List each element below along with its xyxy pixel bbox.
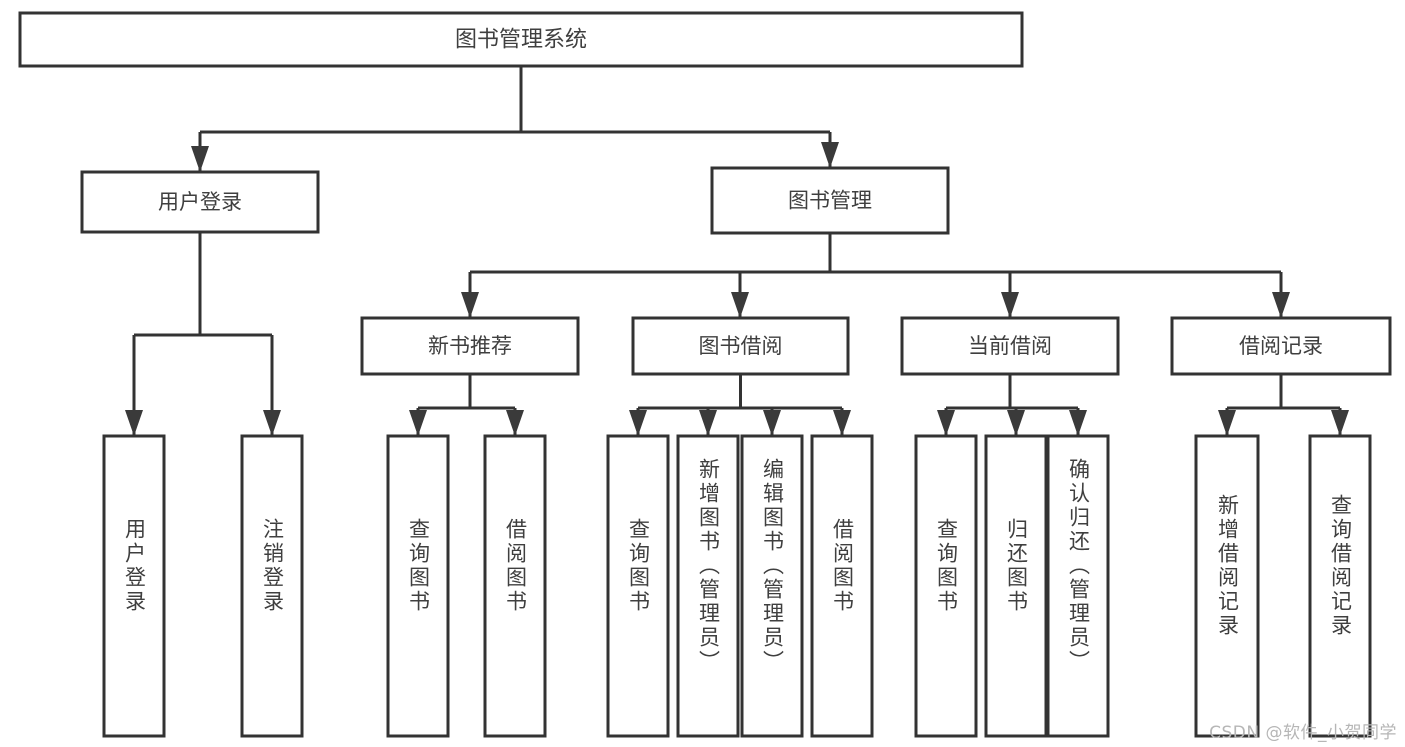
book-manage-box[interactable] — [710, 166, 950, 235]
book-manage-arrow — [821, 142, 839, 168]
borrow-edit-book-box[interactable] — [740, 434, 804, 738]
borrow-borrow-book-arrow — [833, 410, 851, 436]
rec-borrow-book-arrow — [506, 410, 524, 436]
root-node-label: 图书管理系统 — [455, 28, 587, 53]
user-login-arrow — [191, 146, 209, 172]
rec-add-record-box[interactable] — [1194, 434, 1260, 738]
rec-borrow-book-box[interactable] — [483, 434, 547, 738]
current-borrow-arrow — [1001, 292, 1019, 318]
rec-add-record-arrow — [1218, 410, 1236, 436]
book-borrow-arrow — [731, 292, 749, 318]
rec-query-record-arrow — [1331, 410, 1349, 436]
current-borrow-label: 当前借阅 — [968, 334, 1052, 358]
user-login-do-box[interactable] — [102, 434, 166, 738]
user-login-label: 用户登录 — [158, 190, 242, 214]
cur-return-book-box[interactable] — [984, 434, 1048, 738]
borrow-add-book-box[interactable] — [676, 434, 740, 738]
borrow-record-box[interactable] — [1170, 316, 1392, 376]
rec-query-record-box[interactable] — [1308, 434, 1372, 738]
cur-confirm-return-arrow — [1069, 410, 1087, 436]
user-logout-arrow — [263, 410, 281, 436]
user-login-box[interactable] — [80, 170, 320, 234]
watermark: CSDN @软件_小贺同学 — [1209, 723, 1397, 743]
new-book-rec-box[interactable] — [360, 316, 580, 376]
borrow-record-arrow — [1272, 292, 1290, 318]
rec-query-book-box[interactable] — [386, 434, 450, 738]
borrow-add-book-arrow — [699, 410, 717, 436]
borrow-borrow-book-box[interactable] — [810, 434, 874, 738]
user-login-do-arrow — [125, 410, 143, 436]
cur-confirm-return-box[interactable] — [1046, 434, 1110, 738]
current-borrow-box[interactable] — [900, 316, 1120, 376]
book-manage-label: 图书管理 — [788, 189, 872, 213]
user-logout-box[interactable] — [240, 434, 304, 738]
connector-layer — [125, 66, 1349, 436]
cur-query-book-arrow — [937, 410, 955, 436]
rec-query-book-arrow — [409, 410, 427, 436]
cur-return-book-arrow — [1007, 410, 1025, 436]
new-book-rec-label: 新书推荐 — [428, 334, 512, 358]
root-node-box[interactable] — [18, 11, 1024, 68]
borrow-query-book-arrow — [629, 410, 647, 436]
book-borrow-box[interactable] — [631, 316, 850, 376]
borrow-record-label: 借阅记录 — [1239, 334, 1323, 358]
book-borrow-label: 图书借阅 — [699, 334, 783, 358]
borrow-query-book-box[interactable] — [606, 434, 670, 738]
box-layer — [18, 11, 1392, 738]
new-book-rec-arrow — [461, 292, 479, 318]
cur-query-book-box[interactable] — [914, 434, 978, 738]
borrow-edit-book-arrow — [763, 410, 781, 436]
